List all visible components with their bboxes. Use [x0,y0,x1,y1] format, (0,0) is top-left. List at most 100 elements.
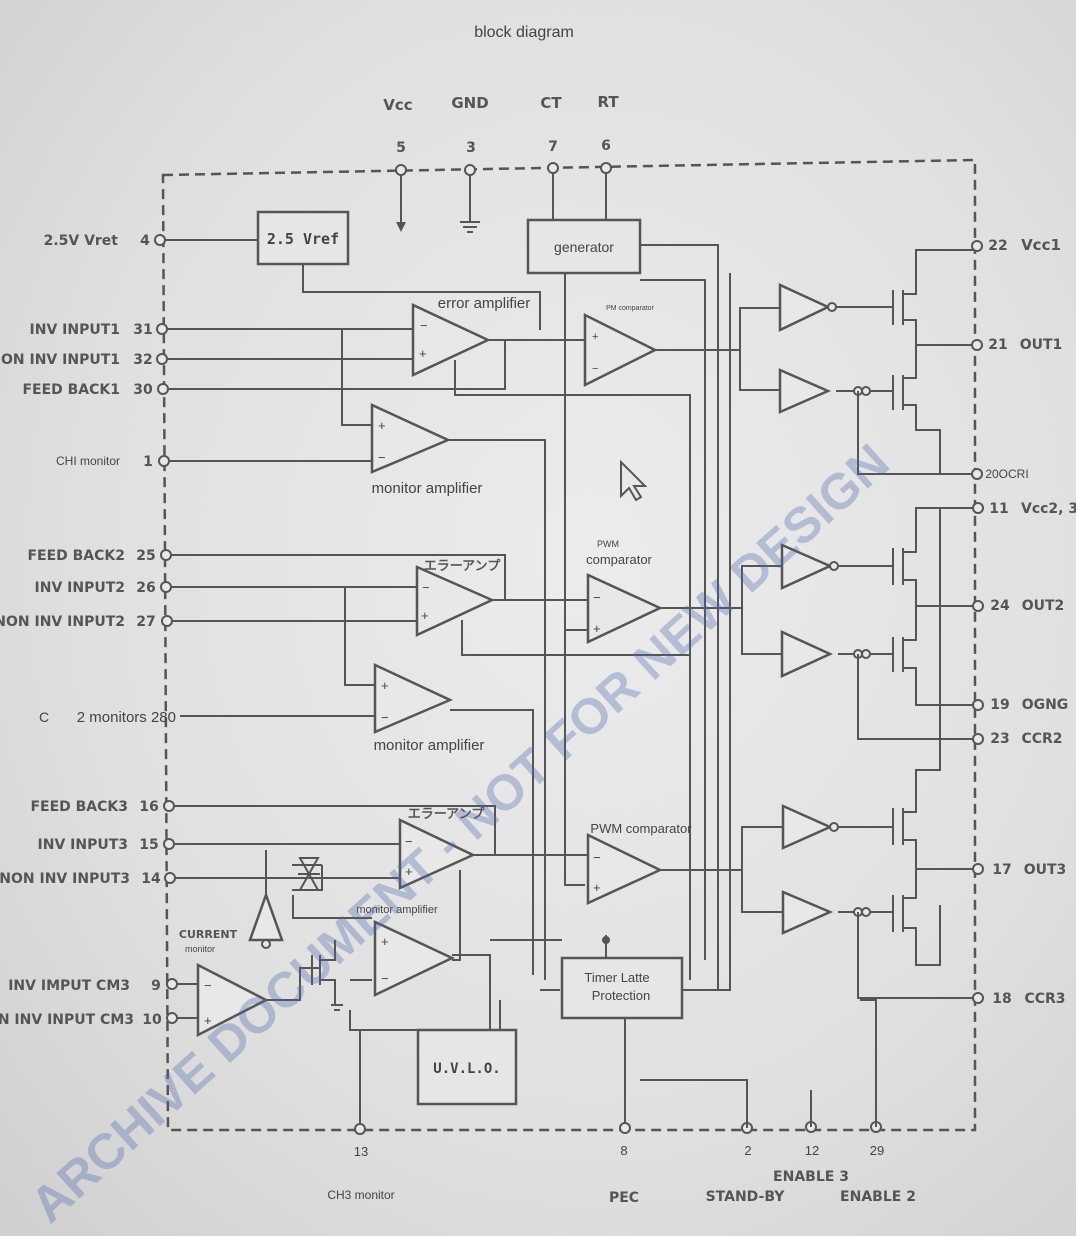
right-pin-label: OUT3 [1024,862,1067,878]
generator-label: generator [554,239,614,255]
minus-sign: − [381,971,389,986]
plus-sign: + [378,418,386,433]
right-pin-label: Vcc2, 3 [1021,501,1076,517]
left-pin-number: 10 [142,1012,162,1028]
right-pin-label: Vcc1 [1021,236,1061,254]
pwm-comparator-2 [586,573,663,644]
left-pin-label: CHI monitor [56,454,120,468]
left-pin-label: INV INPUT2 [35,580,125,596]
left-pin-number: 14 [141,871,161,887]
left-pin-label: NON INV INPUT1 [0,352,120,368]
right-pin-label: OUT2 [1022,598,1065,614]
generator-block [526,218,642,275]
right-pin-label: 20OCRI [985,467,1028,481]
chip-outline [161,158,977,1132]
error-amplifier-2-label: エラーアンプ [424,559,502,574]
left-pin-label: FEED BACK1 [22,382,120,398]
timer-label-line2: Protection [592,988,651,1003]
left-pin-label: N INV INPUT CM3 [0,1012,134,1028]
top-pin-number: 7 [548,139,558,155]
right-pin-number: 17 [992,862,1011,878]
minus-sign: − [593,850,601,865]
right-pin-number: 18 [992,991,1011,1007]
left-pin-label: NON INV INPUT3 [0,871,130,887]
channel-1-wiring [165,239,719,990]
vref-label: 2.5 Vref [267,230,339,248]
plus-sign: + [593,621,601,636]
plus-sign: + [381,934,389,949]
bottom-pin-label: STAND-BY [706,1189,786,1205]
monitor-amplifier-2-label: monitor amplifier [374,737,485,754]
top-pin-label: RT [597,93,619,111]
left-pin-label: INV INPUT1 [30,322,120,338]
right-pin-number: 24 [990,598,1010,614]
pwm-comparator-1 [583,312,658,388]
right-pin-labels: 22 Vcc1 21 OUT1 20OCRI 11 Vcc2, 3 24 OUT… [985,236,1076,1007]
channel-1-drivers [655,249,975,475]
top-pin-label: Vcc [383,96,412,114]
left-pin-label: INV INPUT3 [38,837,128,853]
right-pin-label: CCR2 [1021,731,1062,747]
uvlo-label: U.V.L.O. [433,1061,500,1077]
pwm-comparator-2-label-line2: comparator [586,552,652,567]
monitor-amplifier-3-label: monitor amplifier [356,904,438,916]
left-pin-label: NON INV INPUT2 [0,614,125,630]
minus-sign: − [593,590,601,605]
top-pin-number: 5 [396,140,406,156]
pwm-comparator-1-label: PM comparator [606,305,655,312]
left-pin-label: INV IMPUT CM3 [8,978,130,994]
inverter-bubble [261,939,271,949]
bottom-pin-label: ENABLE 2 [840,1189,916,1205]
plus-sign: + [204,1013,212,1028]
top-pin-connectors [395,162,612,233]
channel-2-wiring [171,554,690,975]
bottom-pin-label: CH3 monitor [327,1188,394,1202]
left-pin-number: 27 [136,614,155,630]
right-pin-connectors [971,240,984,1004]
plus-sign: + [381,678,389,693]
plus-sign: + [592,331,598,343]
left-pin-number: 25 [136,548,155,564]
bottom-pin-number: 8 [620,1143,627,1158]
pwm-comparator-3 [586,833,663,905]
right-pin-label: CCR3 [1024,991,1065,1007]
minus-sign: − [405,834,413,849]
plus-sign: + [421,608,429,623]
current-monitor-amplifier [196,962,269,1038]
left-pin-number: 1 [143,454,153,470]
uvlo-block [416,1028,518,1106]
left-pin-number: 4 [140,233,150,249]
minus-sign: − [420,318,428,333]
right-pin-label: OGNG [1022,697,1069,713]
top-pin-number: 6 [601,138,611,154]
minus-sign: − [378,450,386,465]
bottom-pin-number: 12 [805,1143,819,1158]
timer-latch-protection-block [560,956,684,1020]
left-pin-label: FEED BACK3 [30,799,128,815]
bottom-pin-number: 13 [354,1144,368,1159]
error-amplifier-1 [411,303,491,377]
diode-icon [298,857,320,891]
top-pin-label: CT [540,94,562,112]
monitor-amplifier-1-label: monitor amplifier [372,480,483,497]
pwm-comparator-3-label: PWM comparator [590,821,692,836]
right-pin-number: 23 [990,731,1009,747]
plus-sign: + [593,880,601,895]
left-pin-label: 2 monitors 280 [77,709,176,726]
minus-sign: − [204,978,212,993]
error-amplifier-3 [398,818,476,890]
minus-sign: − [422,580,430,595]
buffer-triangle [248,891,284,942]
left-pin-connectors [154,234,178,1024]
error-amplifier-1-label: error amplifier [438,295,531,312]
plus-sign: + [405,864,413,879]
left-pin-number: 16 [139,799,158,815]
left-pin-number: 31 [133,322,152,338]
timer-label-line1: Timer Latte [584,970,649,985]
left-pin-number: 26 [136,580,155,596]
top-pin-labels: Vcc GND CT RT 5 3 7 6 [383,93,619,156]
left-pin-number: 32 [133,352,152,368]
minus-sign: − [381,710,389,725]
pwm-comparator-2-label-line1: PWM [597,539,619,549]
